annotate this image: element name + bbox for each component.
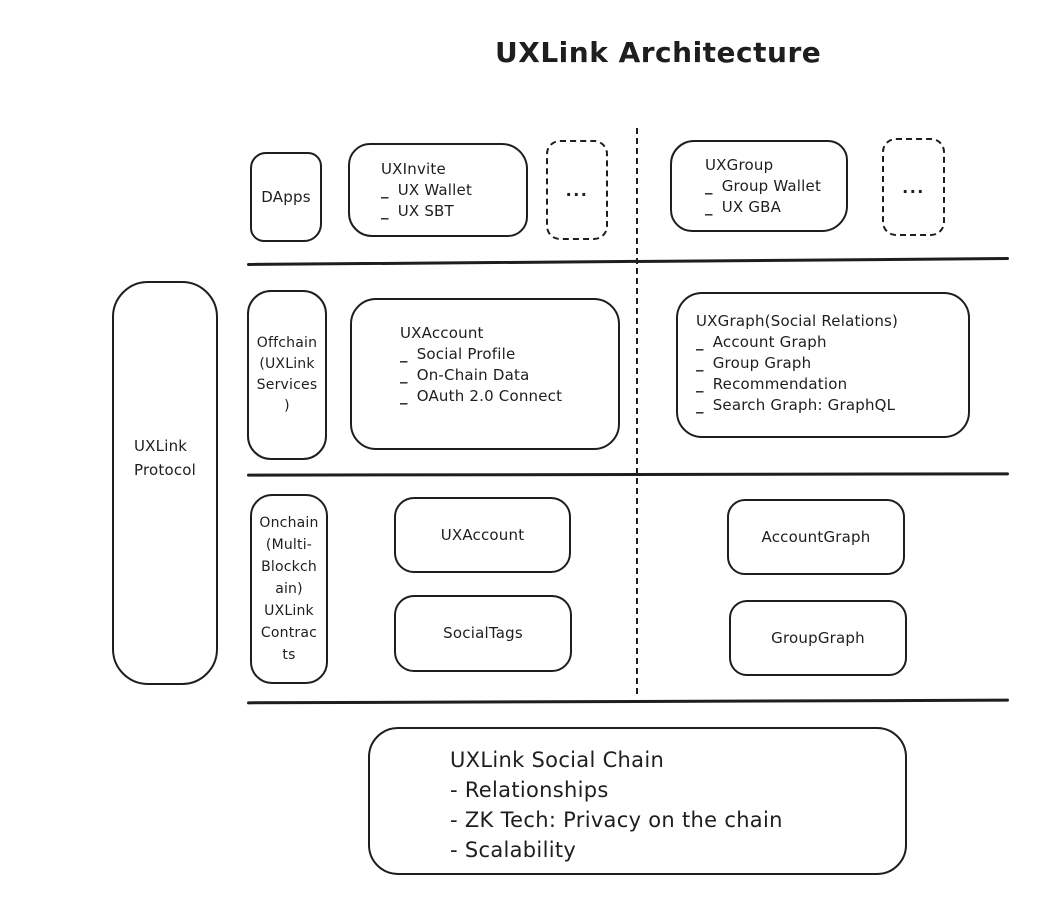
list-item: _ Recommendation (696, 374, 968, 395)
list-item-label: On-Chain Data (416, 366, 530, 384)
list-item: _ Account Graph (696, 332, 968, 353)
offchain-label-line: Services (256, 377, 318, 393)
uxinvite-title: UXInvite (381, 159, 446, 178)
socialtags-contract-box: SocialTags (394, 595, 572, 672)
dapps-box: DApps (250, 152, 322, 242)
diagram-title: UXLink Architecture (495, 36, 822, 69)
social-chain-box: UXLink Social Chain - Relationships - ZK… (368, 727, 907, 875)
list-item-label: UX Wallet (397, 180, 473, 199)
uxgroup-title: UXGroup (705, 155, 774, 174)
list-item: _ Search Graph: GraphQL (696, 395, 968, 416)
onchain-label-line: ain) (275, 581, 303, 597)
ellipsis-label: ... (902, 177, 925, 197)
list-item-label: Search Graph: GraphQL (712, 396, 896, 414)
ellipsis-label: ... (565, 180, 589, 200)
list-item: _ Group Graph (696, 353, 968, 374)
uxlink-protocol-box: UXLink Protocol (112, 281, 218, 685)
list-item: _ UX SBT (381, 201, 526, 222)
dash-bullet-icon: _ (400, 345, 408, 363)
protocol-label-line: Protocol (134, 461, 197, 479)
dash-bullet-icon: _ (696, 333, 704, 351)
onchain-label-line: Contrac (260, 625, 318, 641)
column-divider-dashed (636, 128, 638, 694)
separator-offchain-onchain (246, 472, 1010, 477)
separator-dapps-offchain (247, 257, 1009, 266)
social-chain-item: - Scalability (450, 838, 577, 862)
uxgraph-box: UXGraph(Social Relations) _ Account Graph… (676, 292, 970, 438)
uxinvite-box: UXInvite _ UX Wallet _ UX SBT (348, 143, 528, 237)
ellipsis-box-left: ... (546, 140, 608, 240)
dapps-label: DApps (261, 187, 311, 206)
uxaccount-services-title: UXAccount (400, 324, 484, 342)
onchain-label-line: Onchain (259, 515, 319, 531)
list-item-label: Group Wallet (721, 176, 822, 195)
accountgraph-contract-box: AccountGraph (727, 499, 905, 575)
dash-bullet-icon: _ (696, 375, 704, 393)
groupgraph-contract-label: GroupGraph (771, 628, 865, 647)
social-chain-item: - ZK Tech: Privacy on the chain (450, 808, 783, 832)
uxaccount-services-box: UXAccount _ Social Profile _ On-Chain Data… (350, 298, 620, 450)
offchain-services-box: Offchain (UXLink Services ) (247, 290, 327, 460)
protocol-label-line: UXLink (134, 437, 188, 455)
list-item-label: OAuth 2.0 Connect (416, 387, 563, 405)
list-item-label: Recommendation (712, 375, 848, 393)
list-item-label: Group Graph (712, 354, 812, 372)
onchain-label-line: (Multi- (265, 537, 313, 553)
list-item: _ UX GBA (705, 197, 846, 218)
list-item-label: Account Graph (712, 333, 827, 351)
social-chain-item: - Relationships (450, 778, 609, 802)
onchain-label-line: ts (282, 647, 296, 663)
onchain-label-line: Blockch (261, 559, 317, 575)
offchain-label-line: Offchain (256, 335, 318, 351)
offchain-label-line: (UXLink (259, 356, 315, 372)
list-item: _ UX Wallet (381, 180, 526, 201)
onchain-contracts-box: Onchain (Multi- Blockch ain) UXLink Cont… (250, 494, 328, 684)
uxgraph-title: UXGraph(Social Relations) (696, 312, 899, 330)
separator-onchain-socialchain (246, 698, 1010, 704)
dash-bullet-icon: _ (381, 180, 389, 199)
uxgroup-box: UXGroup _ Group Wallet _ UX GBA (670, 140, 848, 232)
dash-bullet-icon: _ (381, 201, 389, 220)
dash-bullet-icon: _ (400, 387, 408, 405)
dash-bullet-icon: _ (696, 354, 704, 372)
list-item: _ OAuth 2.0 Connect (400, 386, 618, 407)
dash-bullet-icon: _ (705, 197, 713, 216)
list-item: _ On-Chain Data (400, 365, 618, 386)
list-item-label: Social Profile (416, 345, 516, 363)
offchain-label-line: ) (284, 398, 290, 414)
ellipsis-box-right: ... (882, 138, 945, 236)
dash-bullet-icon: _ (400, 366, 408, 384)
socialtags-contract-label: SocialTags (443, 624, 523, 642)
list-item: _ Social Profile (400, 344, 618, 365)
accountgraph-contract-label: AccountGraph (761, 527, 871, 546)
dash-bullet-icon: _ (696, 396, 704, 414)
social-chain-title: UXLink Social Chain (450, 748, 665, 772)
dash-bullet-icon: _ (705, 176, 713, 195)
uxaccount-contract-label: UXAccount (440, 525, 525, 544)
groupgraph-contract-box: GroupGraph (729, 600, 907, 676)
list-item: _ Group Wallet (705, 176, 846, 197)
uxaccount-contract-box: UXAccount (394, 497, 571, 573)
onchain-label-line: UXLink (264, 603, 314, 619)
list-item-label: UX SBT (397, 201, 454, 220)
list-item-label: UX GBA (721, 197, 782, 216)
